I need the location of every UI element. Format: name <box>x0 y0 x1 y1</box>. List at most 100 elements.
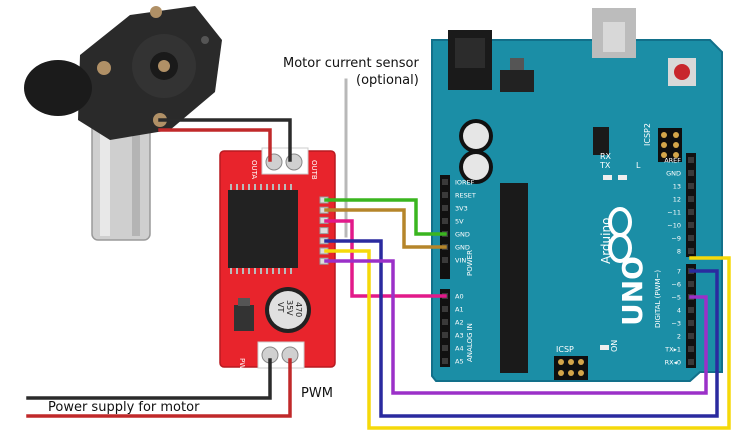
header-pin-hole <box>688 170 694 176</box>
analog-header-label: ANALOG IN <box>466 323 474 362</box>
header-pin-hole <box>688 281 694 287</box>
cap-value: 470 <box>294 302 303 317</box>
driver-chip <box>228 190 298 268</box>
header-pin-hole <box>688 333 694 339</box>
pwr-label: PWR <box>238 358 246 374</box>
rx-led-label: RX <box>600 152 612 161</box>
power-pin-label: GND <box>455 231 470 239</box>
icsp2-header <box>658 128 682 162</box>
analog-pin-label: A0 <box>455 293 464 301</box>
analog-pin-label: A4 <box>455 345 464 353</box>
wire-a0 <box>324 219 447 298</box>
header-pin-hole <box>688 157 694 163</box>
uno-model: UNO <box>616 256 649 326</box>
header-pin-hole <box>442 257 448 263</box>
header-pin-hole <box>688 183 694 189</box>
motor-driver-board: OUTA OUTB 470 35V VT PWR + <box>219 147 336 378</box>
digital-pin-label: 13 <box>673 183 681 191</box>
outa-label: OUTA <box>250 160 258 179</box>
digital-pin-label: ~11 <box>667 209 681 217</box>
digital-pin-label: ~6 <box>671 281 681 289</box>
wire-pin7 <box>324 239 719 418</box>
digital-pin-label: 2 <box>677 333 681 341</box>
header-pin-hole <box>442 205 448 211</box>
digital-pin-label: 8 <box>677 248 681 256</box>
arduino-uno-board: ICSP2 ICSP TX RX L ON Arduino UNO DIGITA… <box>431 8 723 382</box>
pwm-label: PWM <box>301 386 333 401</box>
wire-power-positive <box>26 358 292 418</box>
power-pin-label: IOREF <box>455 179 475 187</box>
pin-labels: IOREFRESET3V35VGNDGNDVINA0A1A2A3A4A5AREF… <box>455 157 681 367</box>
header-pin-hole <box>688 359 694 365</box>
l-led-label: L <box>636 161 641 170</box>
wire-pin5 <box>324 259 708 395</box>
on-led-label: ON <box>610 340 619 352</box>
digital-header-bottom <box>686 264 696 368</box>
current-sensor-label: Motor current sensor <box>283 56 419 71</box>
header-pin-hole <box>688 196 694 202</box>
digital-pin-label: GND <box>666 170 681 178</box>
header-pin-hole <box>442 345 448 351</box>
wire-pin8 <box>324 249 731 430</box>
header-pin-hole <box>688 307 694 313</box>
analog-header <box>440 289 450 367</box>
digital-header-top <box>686 153 696 257</box>
header-pin-hole <box>688 346 694 352</box>
voltage-regulator <box>500 70 534 92</box>
icsp-header <box>554 356 588 380</box>
header-pin-hole <box>688 320 694 326</box>
digital-pin-label: ~9 <box>671 235 681 243</box>
wire-motor-outb <box>158 118 292 162</box>
digital-pin-label: TX▸1 <box>664 346 681 354</box>
digital-pin-label: 4 <box>677 307 681 315</box>
tx-led-label: TX <box>599 161 611 170</box>
arduino-infinity-logo-icon <box>608 207 632 263</box>
wire-power-negative <box>26 358 272 400</box>
header-pin-hole <box>442 179 448 185</box>
wire-5v <box>324 198 447 236</box>
header-pin-hole <box>442 306 448 312</box>
power-pin-label: RESET <box>455 192 476 200</box>
digital-pin-label: ~10 <box>667 222 681 230</box>
cap-series: VT <box>276 302 285 312</box>
header-pin-hole <box>442 319 448 325</box>
digital-header-label: DIGITAL (PWM~) <box>654 270 662 328</box>
icsp-label: ICSP <box>556 345 574 354</box>
power-supply-label: Power supply for motor <box>48 400 200 415</box>
wire-gnd <box>324 208 447 249</box>
reset-button <box>674 64 690 80</box>
header-pin-hole <box>442 358 448 364</box>
digital-pin-label: RX◂0 <box>665 359 681 367</box>
header-pin-hole <box>442 332 448 338</box>
icsp2-label: ICSP2 <box>643 123 652 146</box>
power-pin-label: GND <box>455 244 470 252</box>
cap-voltage: 35V <box>285 300 294 316</box>
header-pin-hole <box>688 235 694 241</box>
dc-motor-gearbox-icon <box>24 6 222 241</box>
atmega-chip <box>500 183 528 373</box>
driver-signal-pin <box>319 227 329 235</box>
wire-motor-outa <box>158 128 272 162</box>
header-pin-hole <box>442 218 448 224</box>
analog-pin-label: A2 <box>455 319 464 327</box>
digital-pin-label: ~3 <box>671 320 681 328</box>
digital-pin-label: 12 <box>673 196 681 204</box>
header-pin-hole <box>442 192 448 198</box>
power-header-label: POWER <box>466 250 474 276</box>
header-pin-hole <box>688 209 694 215</box>
analog-pin-label: A3 <box>455 332 464 340</box>
wires <box>26 78 731 430</box>
analog-pin-label: A1 <box>455 306 464 314</box>
driver-signal-pins <box>319 196 329 265</box>
plus-sign: + <box>300 365 309 378</box>
power-pin-label: VIN <box>455 257 466 265</box>
digital-pin-label: AREF <box>664 157 681 165</box>
digital-pin-label: 7 <box>677 268 681 276</box>
analog-pin-label: A5 <box>455 358 464 366</box>
digital-pin-label: ~5 <box>671 294 681 302</box>
current-sensor-optional-label: (optional) <box>356 73 419 88</box>
header-pin-hole <box>688 248 694 254</box>
power-header <box>440 175 450 279</box>
outb-label: OUTB <box>310 160 318 180</box>
